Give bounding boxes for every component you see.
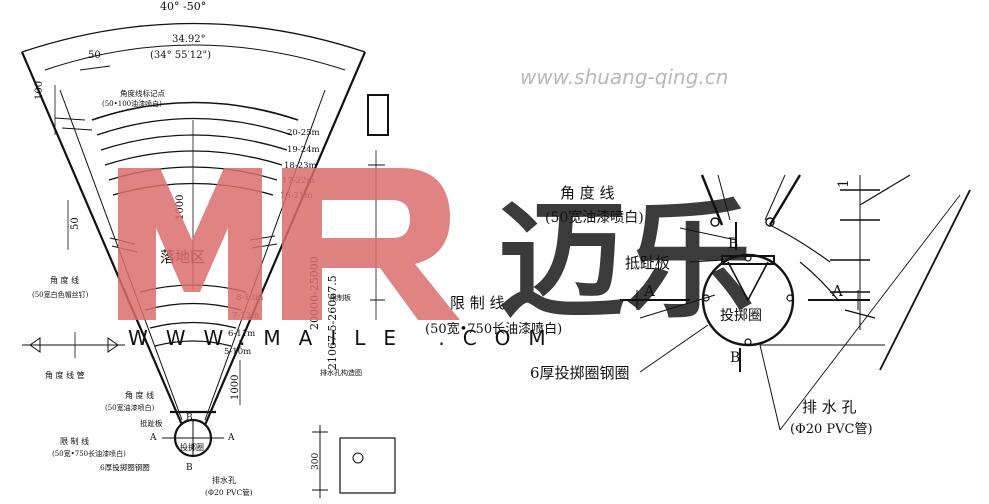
right-limit-line-label: 限 制 线 xyxy=(450,294,505,312)
watermark: www.shuang-qing.cn 迈乐 WWW.MAILE .COM xyxy=(118,65,754,350)
leader-drain xyxy=(759,344,781,431)
angle-mark-label: 角度线标记点 xyxy=(120,88,165,98)
limit-line-label: 限 制 线 xyxy=(60,436,89,446)
outer-arc xyxy=(21,22,366,53)
range-label: 5-10m xyxy=(224,347,251,357)
inner-v-left xyxy=(727,261,749,301)
right-dim-1: 1 xyxy=(836,179,852,188)
angle-dms: (34° 55′12") xyxy=(150,50,211,61)
label-a-left: A xyxy=(149,433,157,443)
field-edge-line xyxy=(879,189,971,371)
limit-line-spec: (50宽•750长油漆喷白) xyxy=(52,449,126,458)
drain-label: 排水孔 xyxy=(212,475,236,485)
right-label-a-right: A xyxy=(831,282,843,300)
right-drain-label: 排 水 孔 xyxy=(802,398,857,416)
range-label: 20-25m xyxy=(287,128,320,138)
right-limit-line-spec: (50宽•750长油漆喷白) xyxy=(425,321,562,337)
right-angle-line-label: 角 度 线 xyxy=(560,184,615,202)
right-label-b-top: B xyxy=(728,236,738,252)
ring-label: 投掷圈 xyxy=(180,442,204,452)
right-sector-diagram xyxy=(620,174,971,431)
drain-spec: (Φ20 PVC管) xyxy=(205,487,253,497)
angle-line-spec: (50宽白色帽丝钉) xyxy=(32,290,89,299)
right-diagram-labels: 角 度 线 (50宽油漆喷白) B 抵趾板 限 制 线 (50宽•750长油漆喷… xyxy=(425,179,873,437)
arc-25m xyxy=(91,101,299,121)
sector-left-edge xyxy=(20,51,184,426)
angle-line2-label: 角 度 线 xyxy=(125,390,154,400)
drain-detail-label: 排水孔构造图 xyxy=(320,368,362,377)
angle-mark-spec: (50•100油漆喷白) xyxy=(102,99,162,108)
steel-ring-label: 6厚投掷圈钢圈 xyxy=(100,462,150,472)
range-label: 6-11m xyxy=(228,329,255,339)
right-drain-spec: (Φ20 PVC管) xyxy=(790,422,873,437)
leader-toe-board xyxy=(689,259,725,263)
inner-v-right xyxy=(747,261,769,301)
label-b-top: B xyxy=(186,413,193,423)
radius-range-2: 21067.5-26067.5 xyxy=(326,275,339,370)
right-sector-left-edge xyxy=(700,174,724,226)
watermark-logo-mr xyxy=(118,168,460,320)
arc-10m xyxy=(154,340,232,347)
arc-23m xyxy=(100,134,288,151)
dim-tick xyxy=(54,117,86,121)
watermark-logo-cn: 迈乐 xyxy=(498,187,754,336)
range-label: 19-24m xyxy=(287,145,320,155)
arc-11m xyxy=(149,321,237,329)
label-a-right: A xyxy=(227,433,235,443)
right-steel-ring-label: 6厚投掷圈钢圈 xyxy=(530,364,630,382)
dim-50-side: 50 xyxy=(70,217,81,230)
right-label-a-left: A xyxy=(643,282,655,300)
label-b-bottom: B xyxy=(186,463,193,473)
arc-12m xyxy=(144,302,242,311)
dim-50-top: 50 xyxy=(88,50,101,61)
leader-angle-line xyxy=(679,227,737,241)
drain-detail-box xyxy=(339,437,396,494)
dim-1000-upper: 1000 xyxy=(175,195,186,220)
right-sector-right-edge xyxy=(768,174,802,226)
right-ring-label: 投掷圈 xyxy=(720,308,762,324)
range-label: 18-23m xyxy=(284,161,317,171)
arc-24m xyxy=(96,117,293,136)
sector-inner-right xyxy=(204,89,326,421)
angle-dimension-arc xyxy=(44,44,346,71)
dim-1000-lower: 1000 xyxy=(230,375,241,400)
angle-line2-spec: (50宽油漆喷白) xyxy=(105,403,155,412)
edge-detail xyxy=(367,94,389,136)
dim-100: 100 xyxy=(34,81,45,100)
arc-22m xyxy=(104,150,283,166)
watermark-site: www.shuang-qing.cn xyxy=(520,65,728,89)
dim-300: 300 xyxy=(311,453,321,470)
angle-line-label: 角 度 线 xyxy=(50,275,79,285)
right-angle-line-spec: (50宽油漆喷白) xyxy=(545,209,644,226)
right-toe-board-label: 抵趾板 xyxy=(625,254,670,272)
toe-board-label: 抵趾板 xyxy=(140,418,163,428)
leader-steel-ring xyxy=(639,324,709,373)
right-label-b-bottom: B xyxy=(730,350,740,366)
limit-board-label: 限制板 xyxy=(330,293,351,302)
angle-section-label: 角 度 线 管 xyxy=(45,370,85,380)
sector-angle-range: 40° -50° xyxy=(160,0,206,13)
angle-value: 34.92° xyxy=(172,34,206,45)
watermark-url: WWW.MAILE .COM xyxy=(128,326,564,350)
